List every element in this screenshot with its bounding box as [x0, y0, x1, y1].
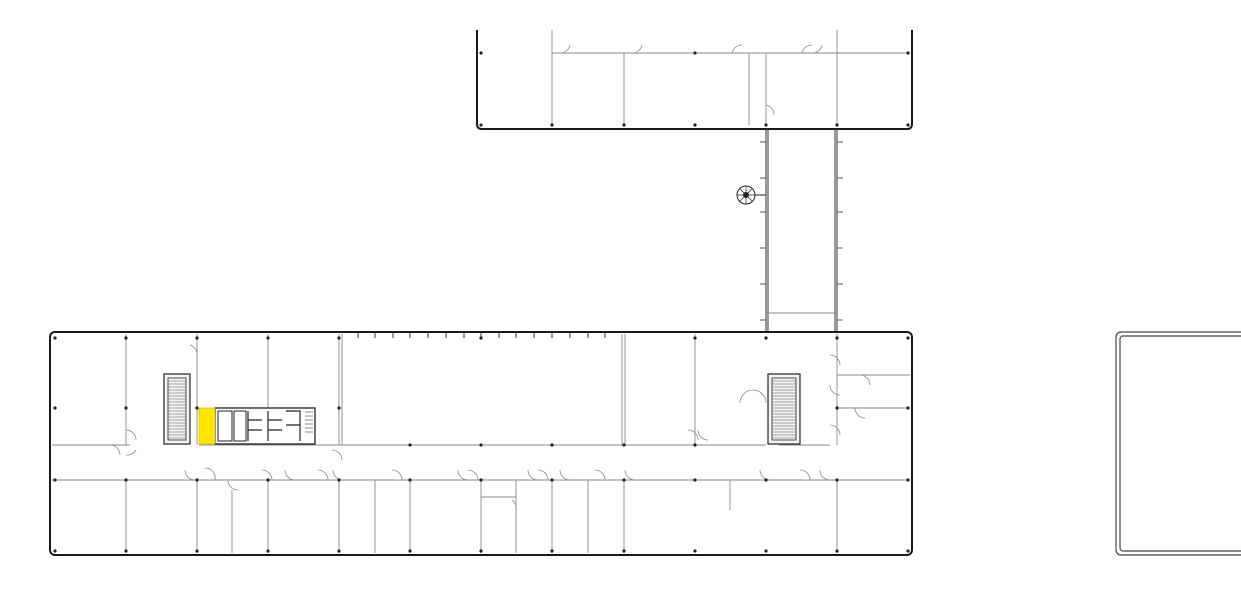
north-wing: [476, 30, 913, 130]
room-highlighted[interactable]: [198, 407, 216, 445]
stair-icon[interactable]: [163, 373, 191, 445]
south-wing: [49, 331, 913, 556]
stair-icon[interactable]: [767, 373, 801, 445]
annex-building: [1115, 331, 1241, 556]
connector-corridor: [760, 129, 843, 332]
spiral-stair-icon[interactable]: [736, 185, 766, 205]
restroom-core: [214, 407, 316, 445]
